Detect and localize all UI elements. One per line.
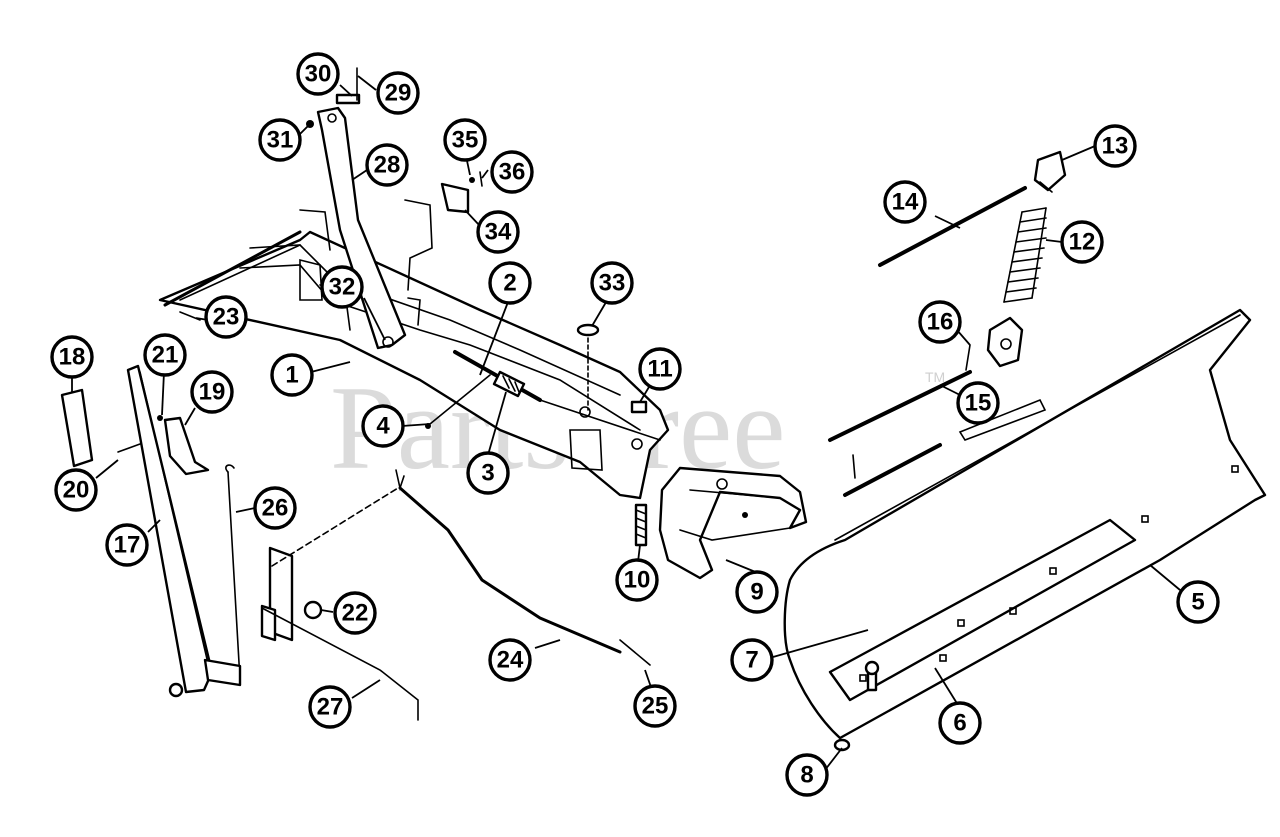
callout-15[interactable]: 15 bbox=[956, 381, 1000, 425]
callout-14[interactable]: 14 bbox=[883, 180, 927, 224]
svg-text:15: 15 bbox=[965, 390, 992, 417]
fasteners-part bbox=[576, 323, 648, 547]
callout-26[interactable]: 26 bbox=[253, 486, 297, 530]
svg-text:34: 34 bbox=[485, 219, 512, 246]
callout-10[interactable]: 10 bbox=[615, 558, 659, 602]
callout-8[interactable]: 8 bbox=[785, 753, 829, 797]
callout-3[interactable]: 3 bbox=[466, 451, 510, 495]
callout-21[interactable]: 21 bbox=[143, 333, 187, 377]
callout-17[interactable]: 17 bbox=[105, 523, 149, 567]
svg-text:17: 17 bbox=[114, 532, 141, 559]
svg-text:20: 20 bbox=[63, 477, 90, 504]
svg-text:29: 29 bbox=[385, 80, 412, 107]
callout-18[interactable]: 18 bbox=[50, 335, 94, 379]
callout-34[interactable]: 34 bbox=[476, 210, 520, 254]
callout-11[interactable]: 11 bbox=[638, 347, 682, 391]
svg-text:13: 13 bbox=[1102, 133, 1129, 160]
callout-27[interactable]: 27 bbox=[308, 685, 352, 729]
svg-text:35: 35 bbox=[452, 127, 479, 154]
svg-text:5: 5 bbox=[1191, 589, 1204, 616]
callout-5[interactable]: 5 bbox=[1176, 580, 1220, 624]
callout-20[interactable]: 20 bbox=[54, 468, 98, 512]
callout-33[interactable]: 33 bbox=[590, 261, 634, 305]
callout-22[interactable]: 22 bbox=[333, 591, 377, 635]
svg-text:19: 19 bbox=[199, 379, 226, 406]
callout-30[interactable]: 30 bbox=[296, 52, 340, 96]
rod-part bbox=[425, 350, 542, 429]
callout-23[interactable]: 23 bbox=[204, 295, 248, 339]
spring-assembly-part bbox=[878, 150, 1067, 368]
svg-text:10: 10 bbox=[624, 567, 651, 594]
callout-19[interactable]: 19 bbox=[190, 370, 234, 414]
svg-text:11: 11 bbox=[647, 356, 672, 383]
lift-arm-part bbox=[306, 67, 421, 350]
svg-text:4: 4 bbox=[376, 413, 390, 440]
svg-text:30: 30 bbox=[305, 61, 332, 88]
callout-31[interactable]: 31 bbox=[258, 118, 302, 162]
pivot-mount-part bbox=[658, 466, 808, 580]
svg-text:28: 28 bbox=[374, 152, 401, 179]
svg-text:8: 8 bbox=[800, 762, 813, 789]
rod-15-part bbox=[828, 344, 972, 497]
control-rod-part bbox=[271, 469, 651, 666]
callout-24[interactable]: 24 bbox=[488, 638, 532, 682]
callout-9[interactable]: 9 bbox=[735, 570, 779, 614]
svg-text:9: 9 bbox=[750, 579, 763, 606]
callout-13[interactable]: 13 bbox=[1093, 124, 1137, 168]
svg-text:16: 16 bbox=[927, 309, 954, 336]
svg-text:1: 1 bbox=[285, 362, 298, 389]
svg-text:3: 3 bbox=[481, 460, 494, 487]
callout-12[interactable]: 12 bbox=[1060, 220, 1104, 264]
svg-text:25: 25 bbox=[642, 693, 669, 720]
callout-29[interactable]: 29 bbox=[376, 71, 420, 115]
svg-text:6: 6 bbox=[953, 710, 966, 737]
svg-text:27: 27 bbox=[317, 694, 344, 721]
svg-text:32: 32 bbox=[329, 274, 356, 301]
coil-spring bbox=[1003, 207, 1047, 303]
callout-4[interactable]: 4 bbox=[361, 404, 405, 448]
callout-28[interactable]: 28 bbox=[365, 143, 409, 187]
callout-2[interactable]: 2 bbox=[488, 261, 532, 305]
callout-36[interactable]: 36 bbox=[490, 150, 534, 194]
plow-blade-part bbox=[783, 308, 1267, 752]
callout-25[interactable]: 25 bbox=[633, 684, 677, 728]
callout-16[interactable]: 16 bbox=[918, 300, 962, 344]
watermark-tm: TM bbox=[925, 369, 945, 385]
callout-32[interactable]: 32 bbox=[320, 265, 364, 309]
svg-text:7: 7 bbox=[745, 647, 758, 674]
main-frame-part bbox=[158, 199, 670, 500]
bracket-part bbox=[440, 171, 483, 214]
svg-text:31: 31 bbox=[267, 127, 294, 154]
svg-text:36: 36 bbox=[499, 159, 526, 186]
svg-text:18: 18 bbox=[59, 344, 86, 371]
svg-text:2: 2 bbox=[503, 270, 516, 297]
bracket-plate-part bbox=[203, 464, 419, 721]
svg-text:22: 22 bbox=[342, 600, 369, 627]
svg-text:14: 14 bbox=[892, 189, 919, 216]
svg-text:33: 33 bbox=[599, 270, 626, 297]
leader-lines bbox=[71, 75, 1181, 771]
callout-7[interactable]: 7 bbox=[730, 638, 774, 682]
svg-text:26: 26 bbox=[262, 495, 289, 522]
svg-text:21: 21 bbox=[152, 342, 179, 369]
svg-text:12: 12 bbox=[1069, 229, 1096, 256]
svg-text:24: 24 bbox=[497, 647, 524, 674]
callout-35[interactable]: 35 bbox=[443, 118, 487, 162]
callout-6[interactable]: 6 bbox=[938, 701, 982, 745]
svg-text:23: 23 bbox=[213, 304, 240, 331]
callout-1[interactable]: 1 bbox=[270, 353, 314, 397]
